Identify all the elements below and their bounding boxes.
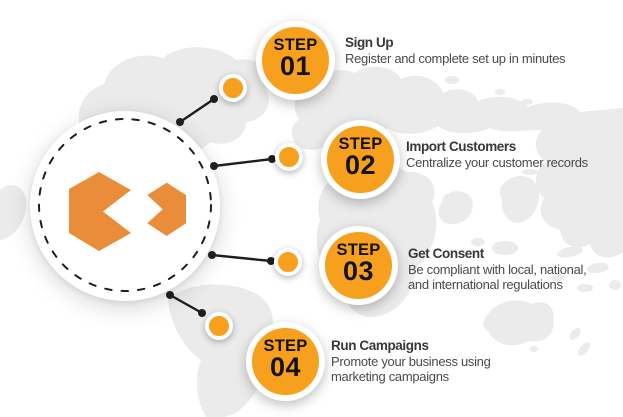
step-2-description: Centralize your customer records	[406, 155, 588, 170]
step-3-title: Get Consent	[408, 246, 484, 261]
logo-right-chevron	[147, 182, 186, 236]
step-4-badge-text: STEP 04	[263, 337, 308, 382]
map-island	[495, 89, 505, 95]
map-island	[522, 169, 538, 175]
map-indonesia-island	[551, 274, 565, 282]
step-4-description: Promote your business using marketing ca…	[331, 354, 491, 384]
step-3-text-block: Get Consent Be compliant with local, nat…	[408, 246, 587, 292]
map-australia	[483, 300, 554, 346]
step-1-label: STEP	[273, 36, 318, 54]
map-tasmania	[530, 346, 538, 352]
step-2-badge-text: STEP 02	[338, 135, 383, 180]
step-4-number: 04	[269, 352, 302, 382]
map-island	[492, 241, 518, 255]
dashed-border-circle	[38, 118, 212, 292]
connector-dot-2	[275, 143, 303, 171]
step-2-text-block: Import Customers Centralize your custome…	[406, 139, 588, 171]
brand-logo-icon	[69, 172, 186, 251]
step-4-title: Run Campaigns	[331, 338, 429, 353]
step-3-description: Be compliant with local, national, and i…	[408, 262, 587, 292]
connector-line-1	[176, 95, 218, 126]
map-arabia	[438, 191, 473, 224]
step-4-label: STEP	[263, 337, 308, 355]
step-2-label: STEP	[338, 135, 383, 153]
connector-line-2	[210, 155, 276, 170]
step-1-title: Sign Up	[345, 35, 394, 50]
step-2-number: 02	[344, 150, 377, 180]
connector-dot-4	[205, 312, 233, 340]
connector-line-4	[166, 291, 206, 317]
step-1-badge-text: STEP 01	[273, 36, 318, 81]
step-3-label: STEP	[336, 241, 381, 259]
map-south-america	[168, 284, 273, 417]
step-3-number: 03	[342, 256, 375, 286]
logo-left-chevron-hexagon	[69, 172, 131, 251]
step-2-title: Import Customers	[406, 139, 516, 154]
connector-line-3	[208, 251, 275, 265]
map-island	[445, 76, 459, 84]
map-island	[521, 99, 533, 105]
map-west-coast-fragment	[0, 185, 27, 240]
map-new-zealand	[578, 342, 590, 356]
step-4-text-block: Run Campaigns Promote your business usin…	[331, 338, 491, 384]
map-indonesia-island	[609, 280, 621, 290]
step-1-number: 01	[279, 51, 312, 81]
step-1-description: Register and complete set up in minutes	[345, 51, 566, 66]
map-indonesia-island	[557, 246, 583, 258]
step-1-text-block: Sign Up Register and complete set up in …	[345, 35, 566, 67]
map-india	[500, 175, 540, 223]
step-1-badge: STEP 01	[256, 21, 335, 100]
map-indonesia-island	[577, 284, 593, 292]
step-2-badge: STEP 02	[321, 120, 400, 199]
hub-circle	[30, 111, 220, 301]
map-island	[471, 238, 485, 246]
step-4-badge: STEP 04	[246, 322, 325, 401]
step-3-badge-text: STEP 03	[336, 241, 381, 286]
step-3-badge: STEP 03	[319, 226, 398, 305]
map-new-zealand	[569, 328, 581, 340]
connector-dot-1	[219, 74, 247, 102]
map-eurasia	[291, 66, 623, 258]
map-indonesia-island	[587, 262, 609, 274]
connector-dot-3	[274, 248, 302, 276]
